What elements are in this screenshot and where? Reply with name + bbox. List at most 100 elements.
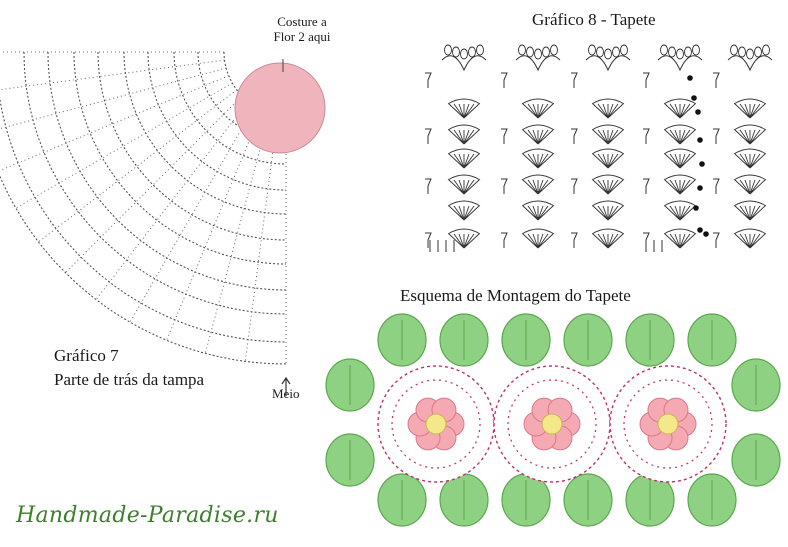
chart8-tall-stitch xyxy=(643,72,650,88)
chart8-arc xyxy=(591,174,625,181)
chart7-spoke-12 xyxy=(244,113,279,362)
chart8-picot-3 xyxy=(596,46,604,58)
chart8-arc xyxy=(733,148,767,155)
chart8-arc xyxy=(733,228,767,235)
chart8-picot-4 xyxy=(692,44,700,56)
chart7-spoke-9 xyxy=(129,105,256,323)
flower-center-3 xyxy=(657,413,679,435)
chart8-fan-3-1 xyxy=(592,103,624,119)
chart8-arc xyxy=(521,98,555,105)
chart8-tall-stitch xyxy=(501,178,508,194)
chart8-picot-5 xyxy=(746,48,754,60)
chart8-arc xyxy=(663,124,697,131)
chart8-arc xyxy=(663,174,697,181)
chart8-fan-4-6 xyxy=(664,233,696,249)
chart8-tall-stitch xyxy=(425,128,432,144)
chart8-top-cluster-5 xyxy=(727,55,773,72)
chart7-row-6 xyxy=(97,51,287,241)
chart7-spoke-7 xyxy=(65,95,243,273)
chart8-arc xyxy=(447,228,481,235)
chart7-title: Gráfico 7 xyxy=(54,346,119,365)
chart7-spoke-4 xyxy=(0,75,229,172)
chart8-tall-stitch xyxy=(713,232,720,248)
chart8-dot-1 xyxy=(687,75,693,81)
chart7-spoke-2 xyxy=(0,59,225,91)
chart7-spoke-8 xyxy=(95,100,249,300)
chart8-arc xyxy=(663,200,697,207)
chart8-arc xyxy=(447,174,481,181)
chart7-spoke-6 xyxy=(38,89,238,243)
chart8-picot-2 xyxy=(550,44,558,56)
chart8-tall-stitch xyxy=(643,178,650,194)
chart8-tall-stitch xyxy=(571,72,578,88)
chart8-fan-2-5 xyxy=(522,205,554,221)
chart8-fan-5-1 xyxy=(734,103,766,119)
chart8-tall-stitch xyxy=(713,72,720,88)
chart8-arc xyxy=(733,200,767,207)
chart8-fan-2-6 xyxy=(522,233,554,249)
chart8-base-stitches xyxy=(429,240,663,252)
chart8-tall-stitch xyxy=(571,178,578,194)
chart8-dot-7 xyxy=(693,205,699,211)
chart8-fan-1-2 xyxy=(448,129,480,145)
chart8-fan-1-3 xyxy=(448,153,480,169)
chart8-picot-2 xyxy=(534,48,542,60)
chart7-row-9 xyxy=(23,51,287,315)
chart7-row-3 xyxy=(173,51,287,165)
chart8-fan-5-6 xyxy=(734,233,766,249)
chart7-spoke-5 xyxy=(15,82,233,209)
chart7-row-11 xyxy=(0,175,287,365)
chart8-arc xyxy=(591,200,625,207)
chart8-picot-1 xyxy=(444,44,452,56)
flower-center-2 xyxy=(541,413,563,435)
assembly-scheme xyxy=(325,313,781,527)
sew-note-line2: Flor 2 aqui xyxy=(273,29,331,44)
chart8-picot-5 xyxy=(762,44,770,56)
chart8-tall-stitch xyxy=(643,128,650,144)
chart8-fan-4-2 xyxy=(664,129,696,145)
chart8-fan-5-2 xyxy=(734,129,766,145)
chart8-fan-4-3 xyxy=(664,153,696,169)
chart8-top-cluster-4 xyxy=(657,55,703,72)
chart8-picot-2 xyxy=(542,46,550,58)
chart8-fan-3-3 xyxy=(592,153,624,169)
chart8-arc xyxy=(521,124,555,131)
chart8-fan-4-1 xyxy=(664,103,696,119)
chart8-picot-3 xyxy=(604,48,612,60)
chart8-picot-3 xyxy=(620,44,628,56)
chart8-picot-1 xyxy=(452,46,460,58)
chart8-top-cluster-1 xyxy=(441,55,487,72)
chart8-picot-5 xyxy=(738,46,746,58)
chart8-fan-3-2 xyxy=(592,129,624,145)
chart8-picot-5 xyxy=(754,46,762,58)
chart8-tall-stitch xyxy=(425,232,432,248)
sew-note-line1: Costure a xyxy=(277,14,327,29)
chart8-fan-2-1 xyxy=(522,103,554,119)
chart8-top-cluster-3 xyxy=(585,55,631,72)
chart8-picot-4 xyxy=(660,44,668,56)
chart8-picot-2 xyxy=(526,46,534,58)
chart7-fan-diagram xyxy=(0,51,287,365)
chart8-top-cluster-2 xyxy=(515,55,561,72)
watermark-text: Handmade-Paradise.ru xyxy=(16,503,279,528)
chart8-arc xyxy=(447,148,481,155)
chart7-row-7 xyxy=(73,51,287,265)
chart8-fan-3-4 xyxy=(592,179,624,195)
medallion-inner-ring-3 xyxy=(623,379,713,469)
chart8-arc xyxy=(733,124,767,131)
chart8-symbol-grid xyxy=(425,44,773,252)
chart8-arc xyxy=(663,98,697,105)
chart8-dot-9 xyxy=(703,231,709,237)
chart8-fan-5-5 xyxy=(734,205,766,221)
chart8-tall-stitch xyxy=(501,72,508,88)
chart8-picot-4 xyxy=(684,46,692,58)
chart8-picot-1 xyxy=(468,46,476,58)
middle-label: Meio xyxy=(272,386,300,401)
chart7-row-2 xyxy=(197,51,287,141)
chart8-fan-3-6 xyxy=(592,233,624,249)
chart8-fan-1-4 xyxy=(448,179,480,195)
chart7-spoke-10 xyxy=(166,109,263,341)
flower-center-1 xyxy=(425,413,447,435)
medallion-inner-ring-1 xyxy=(391,379,481,469)
chart8-tall-stitch xyxy=(713,178,720,194)
